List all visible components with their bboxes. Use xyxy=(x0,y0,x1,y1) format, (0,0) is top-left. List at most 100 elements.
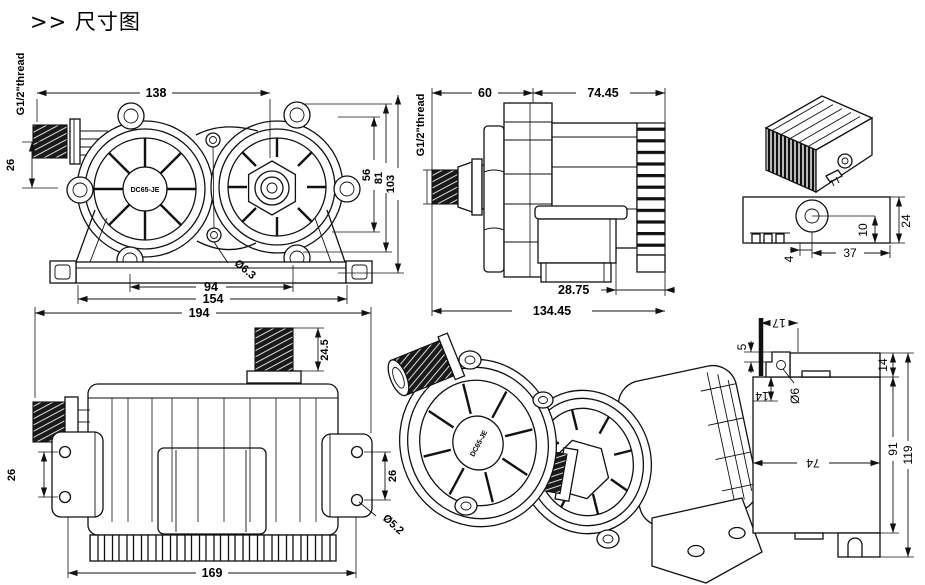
dim-37: 37 xyxy=(811,232,891,260)
svg-text:26: 26 xyxy=(387,470,399,482)
svg-text:94: 94 xyxy=(204,280,218,294)
svg-text:60: 60 xyxy=(478,86,492,100)
svg-text:Ø6: Ø6 xyxy=(788,388,802,404)
controller-fins xyxy=(767,129,815,191)
dim-94: 94 xyxy=(129,265,294,294)
top-outlet-flange xyxy=(246,370,302,384)
dim-74: 74 xyxy=(753,456,880,470)
svg-text:138: 138 xyxy=(146,86,167,100)
controller-profile-view: 17 5 14 Ø6 74 xyxy=(735,316,915,558)
dim-91: 91 xyxy=(880,377,900,534)
profile-bottom-tab xyxy=(837,532,881,558)
front-waist-top xyxy=(195,126,259,136)
dim-60: 60 xyxy=(432,86,533,100)
front-right-impeller xyxy=(210,120,344,254)
dim-138: 138 xyxy=(36,86,271,158)
svg-text:37: 37 xyxy=(843,246,857,260)
side-thread-label: G1/2"thread xyxy=(415,94,427,157)
controller-footprint-view: 10 24 37 4 xyxy=(742,196,913,262)
svg-text:91: 91 xyxy=(886,442,900,456)
iso-mounting-ears xyxy=(454,350,620,549)
side-controller-lid xyxy=(534,205,628,220)
dim-24: 24 xyxy=(890,196,913,244)
pump-front-view: DC65-JE xyxy=(5,53,404,306)
front-base xyxy=(49,209,373,284)
dim-26-front: 26 xyxy=(5,141,58,189)
top-body-panels xyxy=(111,398,317,522)
side-motor-fins xyxy=(636,122,666,256)
iso-inlet-thread xyxy=(387,332,466,397)
dim-hole-5-2: Ø5.2 xyxy=(358,501,406,537)
front-waist-bottom xyxy=(196,240,257,251)
dim-74-45: 74.45 xyxy=(533,86,665,100)
side-controller-box xyxy=(537,218,617,264)
svg-text:5: 5 xyxy=(735,343,749,350)
svg-text:14: 14 xyxy=(755,389,769,403)
front-bolt-hole-bottom xyxy=(206,227,222,243)
svg-text:14: 14 xyxy=(876,358,890,372)
controller-boss xyxy=(837,153,853,169)
svg-text:74: 74 xyxy=(806,456,820,470)
svg-text:74.45: 74.45 xyxy=(587,86,618,100)
profile-cable-slot xyxy=(847,537,863,557)
iso-left-impeller: DC65-JE xyxy=(398,358,558,528)
pump-side-view: G1/2"thread 60 74.45 28.75 134.45 xyxy=(415,86,675,318)
svg-text:26: 26 xyxy=(5,159,17,171)
svg-text:17: 17 xyxy=(772,316,786,330)
front-bolt-hole-top xyxy=(205,132,221,148)
svg-text:169: 169 xyxy=(202,566,223,580)
dim-194: 194 xyxy=(34,306,372,433)
top-right-mount-plate xyxy=(321,433,373,518)
iso-foot xyxy=(651,497,763,584)
svg-text:103: 103 xyxy=(385,175,397,193)
svg-text:24.5: 24.5 xyxy=(319,339,331,360)
dim-56-81-103: 56 81 103 xyxy=(302,95,404,274)
page-title: >> 尺寸图 xyxy=(30,10,141,34)
dim-24-5: 24.5 xyxy=(293,327,331,372)
dim-134-45: 134.45 xyxy=(432,304,665,318)
dim-28-75: 28.75 xyxy=(558,283,675,297)
side-inlet-cone xyxy=(457,161,473,213)
front-left-impeller: DC65-JE xyxy=(76,120,214,258)
svg-text:119: 119 xyxy=(901,445,915,464)
dim-119: 119 xyxy=(880,353,915,558)
dim-17: 17 xyxy=(761,316,799,352)
controller-iso-view xyxy=(764,95,874,194)
svg-text:26: 26 xyxy=(6,469,18,481)
dim-5: 5 xyxy=(735,341,772,373)
side-inlet-thread xyxy=(431,169,459,205)
pump-top-view: 194 24.5 xyxy=(6,306,406,580)
svg-text:154: 154 xyxy=(203,292,224,306)
front-inlet-thread xyxy=(32,124,68,159)
profile-hole xyxy=(776,360,786,370)
dim-26-right: 26 xyxy=(364,451,399,501)
top-body xyxy=(87,383,339,536)
svg-text:28.75: 28.75 xyxy=(558,283,589,297)
top-inner-housing xyxy=(157,447,267,535)
model-label-front: DC65-JE xyxy=(131,187,160,194)
svg-text:134.45: 134.45 xyxy=(533,304,571,318)
front-hex-nut xyxy=(247,160,297,216)
dim-26-left: 26 xyxy=(6,451,58,498)
svg-text:24: 24 xyxy=(899,214,913,228)
top-outlet-thread xyxy=(254,327,294,372)
pump-iso-view: DC65-JE xyxy=(387,332,763,584)
profile-body xyxy=(752,376,881,534)
top-bottom-fins xyxy=(89,534,337,562)
dim-10: 10 xyxy=(856,216,879,243)
iso-motor xyxy=(617,364,759,528)
front-thread-label: G1/2"thread xyxy=(15,53,27,116)
side-front-cap xyxy=(483,125,505,273)
dim-169: 169 xyxy=(67,517,357,580)
svg-text:4: 4 xyxy=(782,255,796,262)
svg-text:Ø5.2: Ø5.2 xyxy=(380,512,406,537)
dim-4: 4 xyxy=(782,243,812,262)
dim-hole-6: Ø6 xyxy=(782,368,802,404)
svg-text:194: 194 xyxy=(189,306,210,320)
svg-text:10: 10 xyxy=(856,223,870,237)
dim-154: 154 xyxy=(77,285,348,306)
controller-clamp xyxy=(825,169,843,183)
svg-text:56: 56 xyxy=(361,169,373,181)
